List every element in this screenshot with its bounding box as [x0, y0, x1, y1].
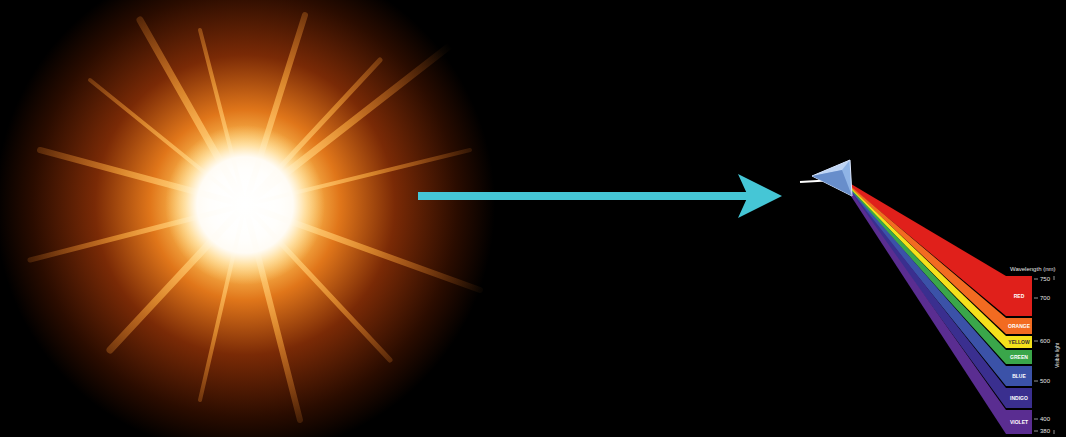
wavelength-value: 500 [1040, 378, 1050, 384]
wavelength-value: 750 [1040, 276, 1050, 282]
band-label: BLUE [1012, 374, 1026, 379]
wavelength-value: 400 [1040, 416, 1050, 422]
spectrum-band: BLUE [1006, 366, 1032, 386]
band-label: INDIGO [1010, 396, 1028, 401]
wavelength-value: 600 [1040, 338, 1050, 344]
wavelength-value: 700 [1040, 295, 1050, 301]
spectrum-band: INDIGO [1006, 388, 1032, 408]
spectrum-band: VIOLET [1006, 410, 1032, 434]
wavelength-value: 380 [1040, 428, 1050, 434]
range-label: Visible light [1055, 342, 1060, 367]
sun-glow [0, 0, 495, 437]
spectrum-band: ORANGE [1006, 318, 1032, 334]
spectrum-band: GREEN [1006, 350, 1032, 364]
prism [812, 160, 852, 196]
axis-title: Wavelength (nm) [1010, 266, 1055, 272]
band-label: RED [1014, 294, 1025, 299]
band-label: VIOLET [1010, 420, 1028, 425]
spectrum-band: RED [1006, 276, 1032, 316]
scale-ticks [1034, 276, 1054, 434]
sun-rays [30, 15, 480, 420]
spectrum-beams [840, 178, 1006, 434]
spectrum-band: YELLOW [1006, 336, 1032, 348]
sun-core [165, 125, 325, 285]
band-label: ORANGE [1008, 324, 1030, 329]
band-label: GREEN [1010, 355, 1028, 360]
band-label: YELLOW [1008, 340, 1029, 345]
cyan-arrow [418, 174, 782, 218]
